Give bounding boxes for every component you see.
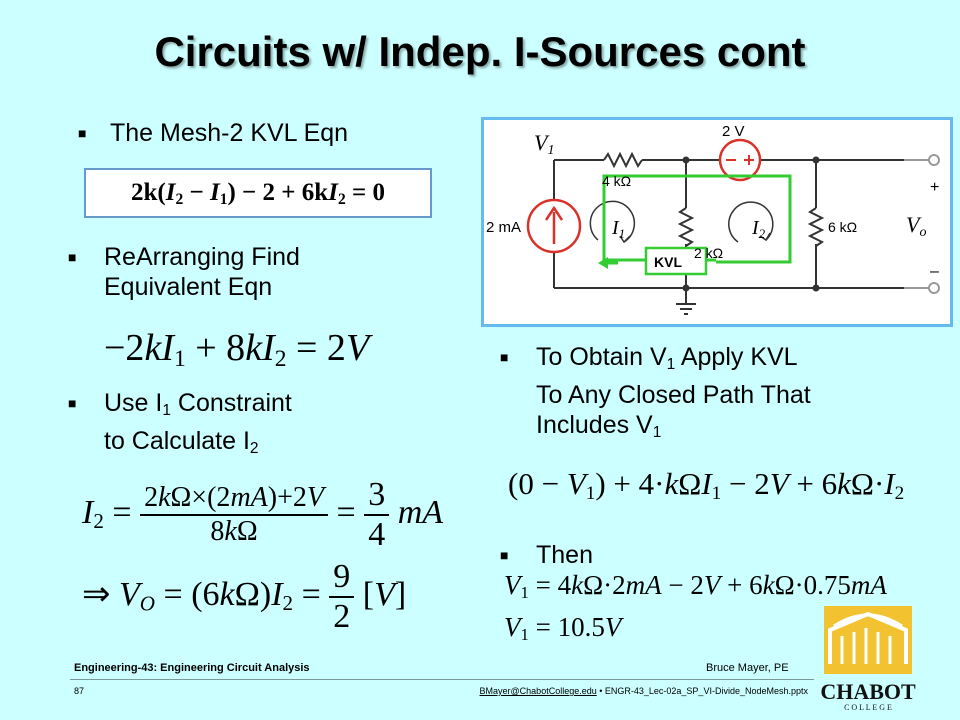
bullet-obtain-v1-line1: To Obtain V1 Apply KVL	[536, 343, 798, 373]
bullet-marker: ■	[500, 349, 509, 365]
kvl-v1-equation: (0 − V1) + 4·kΩI1 − 2V + 6kΩ·I2	[508, 466, 905, 504]
v1-substitution-equation: V1 = 4kΩ·2mA − 2V + 6kΩ·0.75mA	[504, 570, 887, 603]
voltage-source-2v	[718, 138, 762, 182]
2ma-label: 2 mA	[486, 219, 521, 236]
bullet-then-text: Then	[536, 541, 593, 569]
bullet-rearrange-line1: ReArranging Find	[104, 243, 300, 271]
footer-filename: • ENGR-43_Lec-02a_SP_VI-Divide_NodeMesh.…	[596, 686, 808, 696]
terminal-bottom	[928, 282, 940, 294]
vo-label: Vo	[906, 212, 926, 240]
resistor-4k	[603, 151, 643, 169]
circuit-schematic: V1 2 V 4 kΩ 2 mA I1 I2 2 kΩ 6 kΩ Vo + – …	[486, 123, 940, 315]
bullet-mesh2-text: The Mesh-2 KVL Eqn	[110, 119, 349, 147]
bullet-marker: ■	[68, 395, 77, 411]
2k-label: 2 kΩ	[694, 245, 723, 261]
footer-page: 87	[74, 686, 85, 696]
bullet-constraint-line1: Use I1 Constraint	[104, 389, 292, 419]
bullet-marker: ■	[500, 547, 509, 563]
arrow-up-icon	[544, 205, 564, 244]
plus-label: +	[930, 179, 939, 196]
terminal-top	[928, 154, 940, 166]
i2-label: I2	[751, 217, 766, 241]
bullet-obtain-v1-line3: Includes V1	[536, 410, 662, 441]
bullet-rearrange-line2: Equivalent Eqn	[104, 273, 273, 301]
circuit-diagram: V1 2 V 4 kΩ 2 mA I1 I2 2 kΩ 6 kΩ Vo + – …	[481, 117, 953, 327]
slide-title: Circuits w/ Indep. I-Sources cont	[154, 28, 806, 75]
footer-course: Engineering-43: Engineering Circuit Anal…	[74, 662, 310, 674]
logo-name: CHABOT	[820, 679, 916, 704]
footer-file-info: BMayer@ChabotCollege.edu • ENGR-43_Lec-0…	[438, 686, 808, 696]
bullet-constraint-line2: to Calculate I2	[104, 426, 259, 457]
equivalent-equation: −2kI1 + 8kI2 = 2V	[104, 327, 370, 372]
i1-label: I1	[611, 217, 625, 241]
chabot-building-icon	[824, 606, 912, 674]
minus-label: –	[930, 263, 939, 280]
bullet-marker: ■	[68, 249, 77, 265]
4k-label: 4 kΩ	[602, 173, 631, 189]
kvl-label: KVL	[654, 254, 682, 270]
footer-author: Bruce Mayer, PE	[706, 662, 789, 674]
bullet-then: ■ Then	[500, 540, 593, 570]
mesh2-equation-box: 2k(I2 − I1) − 2 + 6kI2 = 0	[84, 168, 432, 218]
bullet-obtain-v1-line2: To Any Closed Path That	[536, 380, 811, 409]
bullet-constraint: ■ Use I1 Constraint to Calculate I2	[68, 388, 292, 464]
footer-email[interactable]: BMayer@ChabotCollege.edu	[479, 686, 597, 696]
mesh2-arrow-icon	[728, 201, 774, 243]
2v-label: 2 V	[722, 123, 745, 140]
bullet-rearrange: ■ ReArranging Find Equivalent Eqn	[68, 242, 300, 302]
v1-label: V1	[534, 130, 554, 158]
v1-result-equation: V1 = 10.5V	[504, 612, 622, 645]
bullet-mesh2: ■ The Mesh-2 KVL Eqn	[78, 118, 348, 148]
6k-label: 6 kΩ	[828, 219, 857, 235]
bullet-obtain-v1: ■ To Obtain V1 Apply KVL To Any Closed P…	[500, 342, 811, 448]
logo-sub: C O L L E G E	[844, 703, 892, 712]
kvl-label-box	[644, 246, 708, 276]
chabot-logo: CHABOT C O L L E G E	[820, 604, 916, 714]
kvl-path	[602, 174, 792, 264]
mesh1-arrow-icon	[589, 200, 636, 243]
bullet-marker: ■	[78, 125, 87, 141]
footer-divider	[70, 679, 814, 680]
kvl-arrow-icon	[598, 257, 608, 269]
